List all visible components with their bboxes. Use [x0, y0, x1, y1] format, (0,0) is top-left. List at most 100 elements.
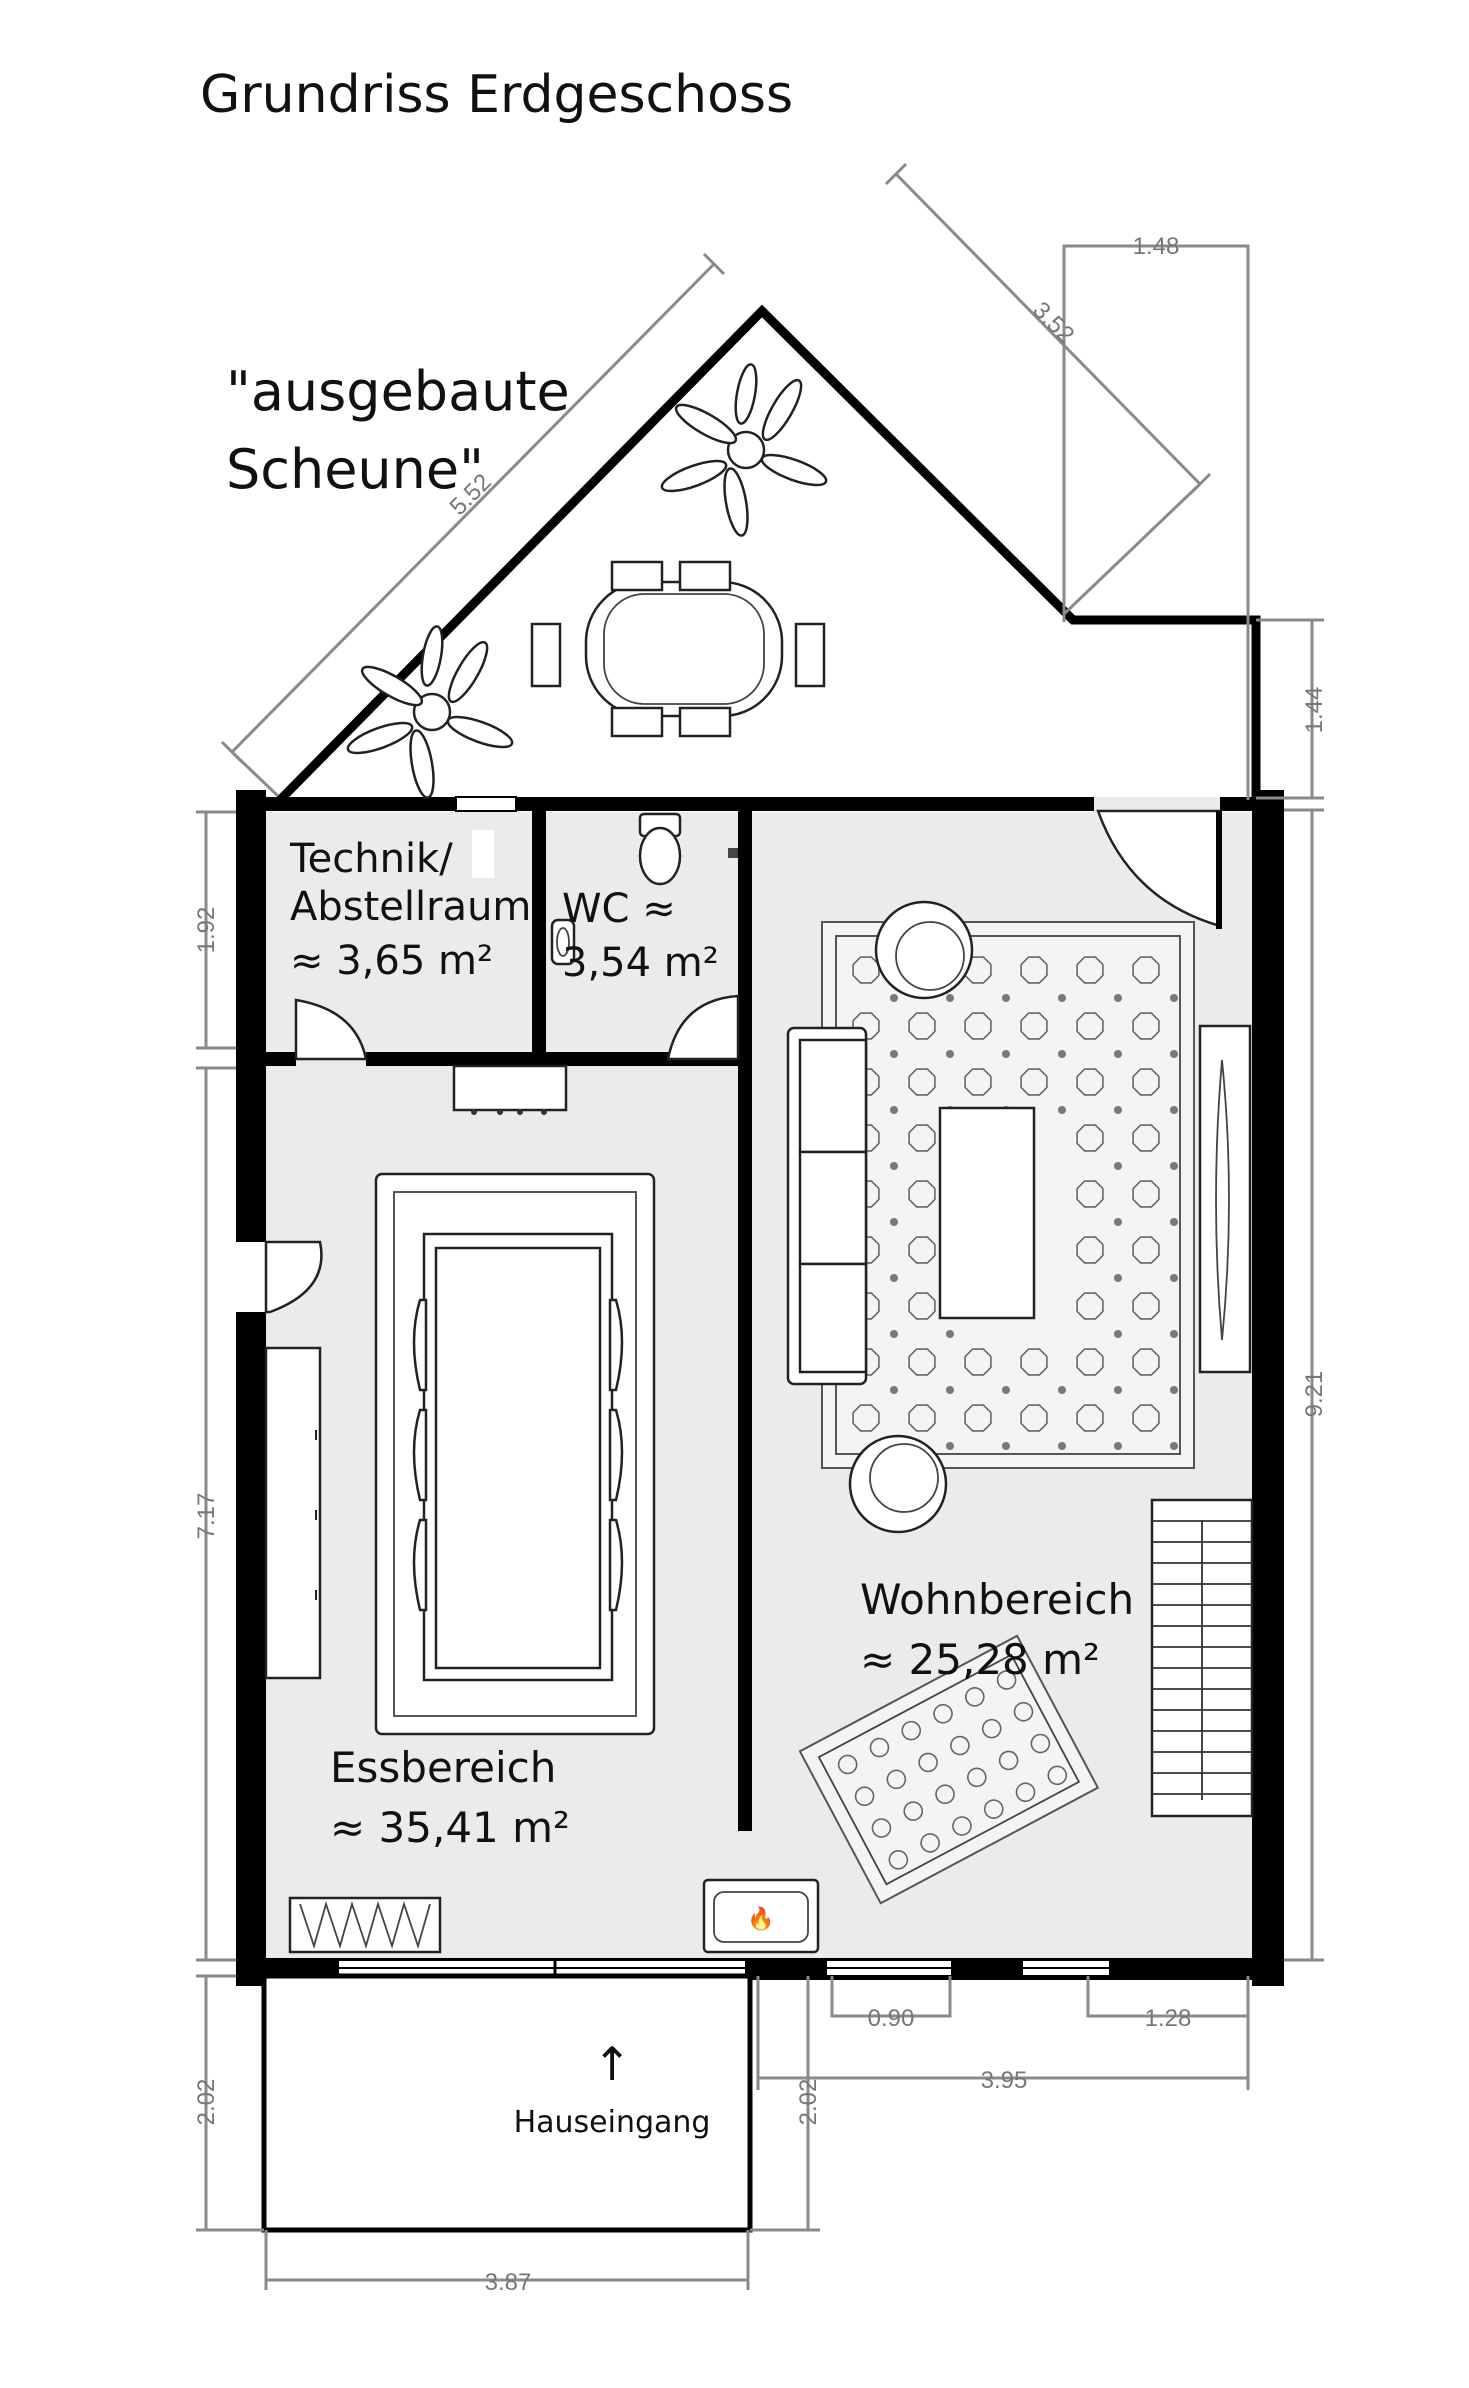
rug-motif	[908, 1236, 936, 1264]
rug-dot	[1170, 994, 1178, 1002]
potted-plant-icon	[346, 625, 514, 799]
rug-motif	[903, 1801, 924, 1821]
left-door-swing	[264, 1240, 323, 1314]
rug-dot	[1170, 1162, 1178, 1170]
barn-annotation-line1: "ausgebaute	[226, 360, 570, 423]
technik-label-line1: Technik/	[289, 836, 453, 882]
rug-motif	[869, 1737, 890, 1758]
radiator	[288, 1896, 442, 1954]
dim-left-technik: 1.92	[193, 907, 220, 954]
garden-dining-table	[530, 560, 826, 738]
dim-porch-right: 2.02	[795, 2079, 822, 2126]
rug-dot	[890, 1386, 898, 1394]
rug-motif	[908, 1012, 936, 1040]
small-rug	[798, 1634, 1100, 1905]
wc-light-switch	[728, 848, 738, 858]
rug-motif	[886, 1769, 907, 1790]
rug-motif	[1047, 1765, 1068, 1786]
essbereich-label: Essbereich	[330, 1743, 556, 1792]
rug-motif	[1020, 1348, 1048, 1376]
rug-dot	[1002, 1050, 1010, 1058]
rug-motif	[1076, 1348, 1104, 1376]
rug-motif	[1132, 1012, 1160, 1040]
rug-motif	[964, 1404, 992, 1432]
sideboard	[264, 1346, 322, 1680]
rug-motif	[1020, 1404, 1048, 1432]
rug-dot	[890, 1274, 898, 1282]
technik-window	[472, 830, 494, 878]
rug-motif	[1020, 956, 1048, 984]
entrance-label: Hauseingang	[514, 2105, 711, 2140]
rug-dot	[1114, 1218, 1122, 1226]
rug-motif	[1076, 1180, 1104, 1208]
rug-motif	[1020, 1068, 1048, 1096]
rug-dot	[1058, 994, 1066, 1002]
rug-motif	[908, 1404, 936, 1432]
rug-dot	[946, 1330, 954, 1338]
rug-dot	[890, 1218, 898, 1226]
wc-area: 3,54 m²	[562, 940, 719, 986]
rug-dot	[1170, 1050, 1178, 1058]
rug-dot	[946, 994, 954, 1002]
rug-motif	[901, 1720, 922, 1741]
dim-top-right-width: 1.48	[1133, 233, 1180, 260]
rug-motif	[1076, 1292, 1104, 1320]
rug-dot	[1114, 994, 1122, 1002]
rug-motif	[1076, 1012, 1104, 1040]
rug-motif	[1013, 1701, 1034, 1722]
rug-dot	[1114, 1330, 1122, 1338]
flame-icon: 🔥	[747, 1906, 774, 1932]
rug-motif	[920, 1833, 940, 1853]
rug-dot	[1058, 1106, 1066, 1114]
rug-dot	[1058, 1386, 1066, 1394]
technik-door-swing	[294, 998, 368, 1061]
rug-motif	[871, 1818, 892, 1838]
technik-area: ≈ 3,65 m²	[290, 938, 493, 984]
dim-porch-left: 2.02	[193, 2079, 220, 2126]
wc-toilet	[638, 812, 682, 886]
wc-sink	[550, 918, 576, 966]
rug-motif	[950, 1735, 970, 1756]
rug-motif	[918, 1752, 938, 1773]
rug-dot	[1002, 994, 1010, 1002]
left-door-opening	[236, 1242, 266, 1312]
rug-dot	[1058, 1050, 1066, 1058]
rug-motif	[908, 1068, 936, 1096]
rug-motif	[935, 1784, 955, 1805]
rug-dot	[946, 1386, 954, 1394]
coffee-table	[938, 1106, 1036, 1320]
rug-motif	[1076, 1068, 1104, 1096]
tv-board	[1198, 1024, 1252, 1374]
rug-dot	[1114, 1386, 1122, 1394]
rug-dot	[946, 1050, 954, 1058]
rug-motif	[837, 1754, 858, 1775]
dim-right-main: 9.21	[1301, 1371, 1328, 1418]
rug-motif	[981, 1718, 1002, 1739]
rug-motif	[964, 1348, 992, 1376]
top-door-opening	[455, 796, 517, 812]
rug-dot	[890, 1106, 898, 1114]
rug-motif	[908, 1180, 936, 1208]
rug-motif	[1132, 1180, 1160, 1208]
rug-motif	[983, 1799, 1004, 1819]
rug-motif	[888, 1850, 909, 1870]
rug-dot	[890, 1050, 898, 1058]
front-openings	[337, 1959, 1111, 1977]
rug-dot	[946, 1442, 954, 1450]
rug-dot	[1170, 1218, 1178, 1226]
rug-dot	[1170, 1106, 1178, 1114]
rug-dot	[1114, 1274, 1122, 1282]
rug-motif	[933, 1703, 953, 1724]
page-title: Grundriss Erdgeschoss	[200, 65, 793, 125]
rug-motif	[854, 1786, 875, 1807]
top-right-door-opening	[1094, 797, 1220, 811]
rug-dot	[890, 1330, 898, 1338]
top-right-door-frame	[1216, 811, 1222, 929]
rug-dot	[1114, 1162, 1122, 1170]
dim-window-2: 1.28	[1145, 2005, 1192, 2032]
dim-left-main: 7.17	[193, 1493, 220, 1540]
rug-motif	[852, 1012, 880, 1040]
rug-motif	[996, 1670, 1017, 1690]
dining-table	[422, 1232, 614, 1682]
